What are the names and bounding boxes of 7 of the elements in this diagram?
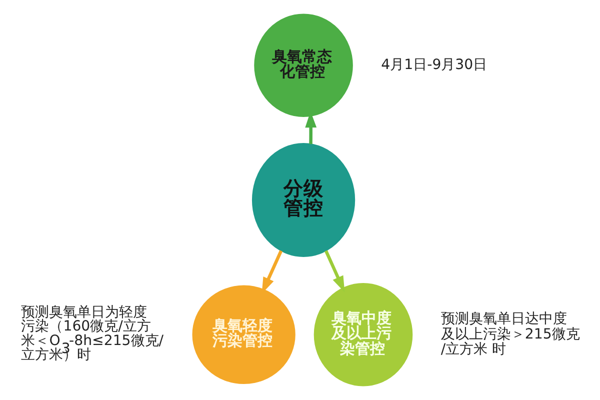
node-circle: 臭氧常态化管控 xyxy=(254,14,353,117)
node-label: 4月1日-9月30日 xyxy=(381,57,488,74)
node-circle: 臭氧中度及以上污染管控 xyxy=(314,283,413,386)
node-label: 预测臭氧单日达中度及以上污染＞215微克/立方米 时 xyxy=(440,311,580,358)
arrow xyxy=(324,250,345,292)
node-circle: 分级管控 xyxy=(252,143,356,257)
node-circle: 臭氧轻度污染管控 xyxy=(192,285,296,384)
